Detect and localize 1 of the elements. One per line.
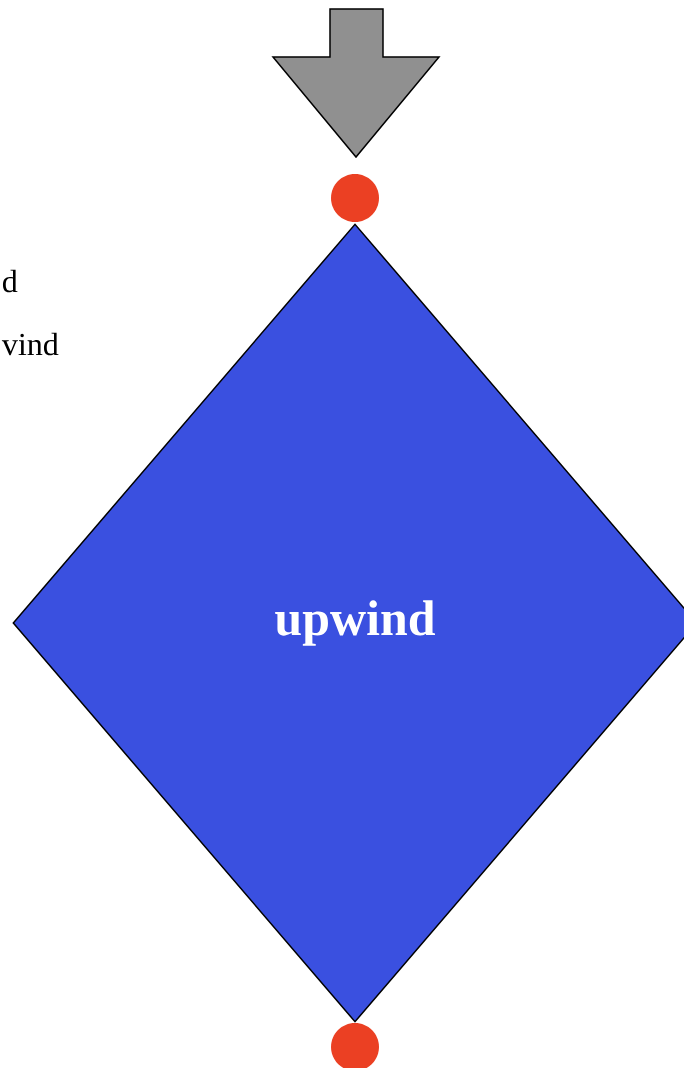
dot [331,174,379,222]
